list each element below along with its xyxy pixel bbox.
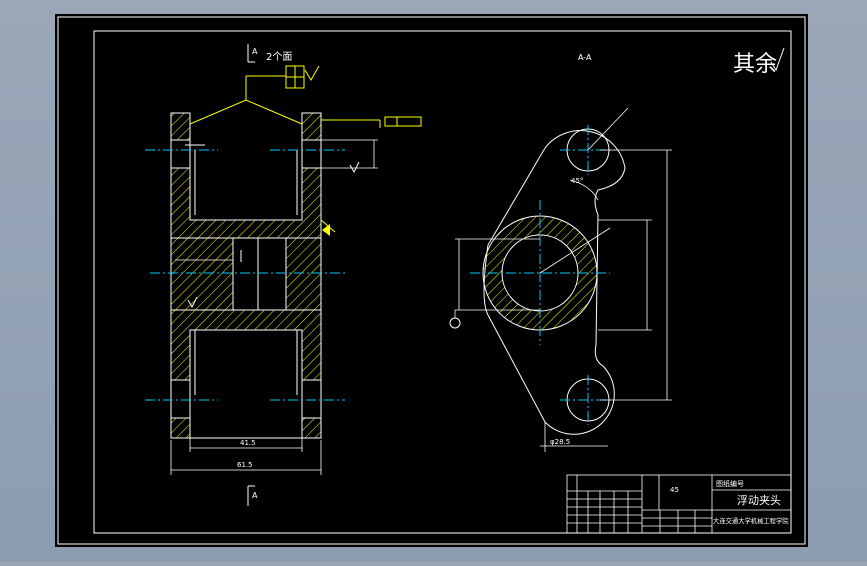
flatness-frame: [384, 116, 422, 127]
plan-dimensions: [454, 107, 672, 452]
school-name: 大连交通大学机械工程学院: [713, 516, 789, 525]
section-centerlines: [145, 149, 345, 401]
section-arrows: [247, 44, 255, 506]
section-label: A-A: [578, 53, 592, 62]
dim-inner-width: 41.5: [240, 439, 256, 447]
dim-bottom-left: φ28.5: [550, 438, 570, 446]
inner-frame: [93, 30, 792, 534]
plan-centerlines: [470, 125, 615, 425]
drawing-number: 图纸编号: [716, 479, 744, 488]
roughness-note-symbol: [770, 47, 785, 72]
section-arrow-bottom: A: [252, 491, 258, 500]
section-arrow-top: A: [252, 47, 258, 56]
material: 45: [670, 486, 679, 494]
dim-angle: 45°: [571, 177, 583, 185]
part-name: 浮动夹头: [737, 494, 781, 507]
hatch-bottom-right-ear: [301, 417, 322, 439]
outer-frame: [57, 16, 806, 545]
datum-face-note: 2个面: [266, 51, 292, 63]
hatch-mid-band-left: [170, 237, 234, 311]
hatch-bottom-left-ear: [170, 417, 191, 439]
center-bore: [232, 237, 287, 311]
section-dimensions: [170, 139, 378, 475]
dim-outer-width: 61.5: [237, 461, 253, 469]
hatch-top-right-ear: [301, 112, 322, 141]
roughness-symbols: [187, 161, 360, 309]
roughness-note: 其余: [733, 52, 777, 77]
hatch-mid-band-right: [285, 237, 322, 311]
hatch-top-left-ear: [170, 112, 191, 141]
datum-marker: [449, 317, 461, 329]
datum-leader: [189, 65, 422, 236]
section-view: [170, 112, 322, 439]
sheet-background: [55, 14, 808, 547]
title-block: [566, 474, 792, 534]
